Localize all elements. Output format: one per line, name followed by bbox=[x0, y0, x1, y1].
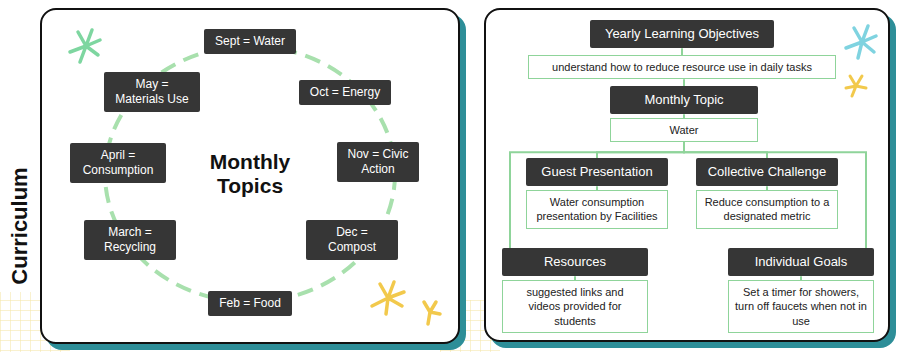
node-text: Resources bbox=[508, 254, 642, 270]
month-box: Oct = Energy bbox=[299, 80, 391, 105]
month-box: Nov = Civic Action bbox=[337, 142, 419, 182]
star-decor bbox=[372, 282, 440, 324]
header-box: Collective Challenge bbox=[696, 158, 838, 186]
node-text: April = Consumption bbox=[76, 148, 160, 178]
node-text: May = Materials Use bbox=[110, 77, 194, 107]
detail-box: suggested links and videos provided for … bbox=[502, 280, 648, 333]
node-text: Nov = Civic Action bbox=[343, 147, 413, 177]
star-decor bbox=[846, 26, 876, 58]
detail-box: Set a timer for showers, turn off faucet… bbox=[728, 280, 874, 333]
connector-line bbox=[510, 142, 684, 248]
section-label: Curriculum bbox=[7, 167, 33, 284]
node-text: Feb = Food bbox=[214, 296, 286, 311]
month-box: Feb = Food bbox=[208, 291, 292, 316]
node-text: Individual Goals bbox=[734, 254, 868, 270]
connector-line bbox=[684, 142, 866, 248]
node-text: Reduce consumption to a designated metri… bbox=[703, 195, 831, 224]
month-box: Sept = Water bbox=[204, 29, 296, 54]
header-box: Individual Goals bbox=[728, 248, 874, 276]
star-decor bbox=[846, 76, 866, 96]
header-box: Yearly Learning Objectives bbox=[590, 20, 774, 48]
node-text: understand how to reduce resource use in… bbox=[535, 60, 829, 74]
node-text: suggested links and videos provided for … bbox=[509, 285, 641, 328]
node-text: Monthly Topic bbox=[616, 92, 752, 108]
node-text: Yearly Learning Objectives bbox=[596, 26, 768, 42]
header-box: Guest Presentation bbox=[526, 158, 668, 186]
connector-line bbox=[597, 142, 684, 158]
node-text: March = Recycling bbox=[90, 225, 170, 255]
month-box: April = Consumption bbox=[70, 143, 166, 183]
month-box: Dec = Compost bbox=[306, 220, 398, 260]
header-box: Resources bbox=[502, 248, 648, 276]
node-text: Set a timer for showers, turn off faucet… bbox=[735, 285, 867, 328]
header-box: Monthly Topic bbox=[610, 86, 758, 114]
star-decor bbox=[70, 30, 100, 62]
node-text: Oct = Energy bbox=[305, 85, 385, 100]
node-text: Water bbox=[617, 123, 751, 137]
connector-line bbox=[681, 48, 683, 55]
node-text: Sept = Water bbox=[210, 34, 290, 49]
detail-box: Water bbox=[610, 118, 758, 142]
node-text: Collective Challenge bbox=[702, 164, 832, 180]
node-text: Dec = Compost bbox=[312, 225, 392, 255]
node-text: Water consumption presentation by Facili… bbox=[533, 195, 661, 224]
node-text: Monthly Topics bbox=[195, 150, 305, 198]
detail-box: understand how to reduce resource use in… bbox=[528, 55, 836, 79]
detail-box: Reduce consumption to a designated metri… bbox=[696, 190, 838, 229]
month-box: May = Materials Use bbox=[104, 72, 200, 112]
connector-line bbox=[683, 79, 685, 86]
node-text: Guest Presentation bbox=[532, 164, 662, 180]
detail-box: Water consumption presentation by Facili… bbox=[526, 190, 668, 229]
month-box: March = Recycling bbox=[84, 220, 176, 260]
connector-line bbox=[684, 142, 767, 158]
